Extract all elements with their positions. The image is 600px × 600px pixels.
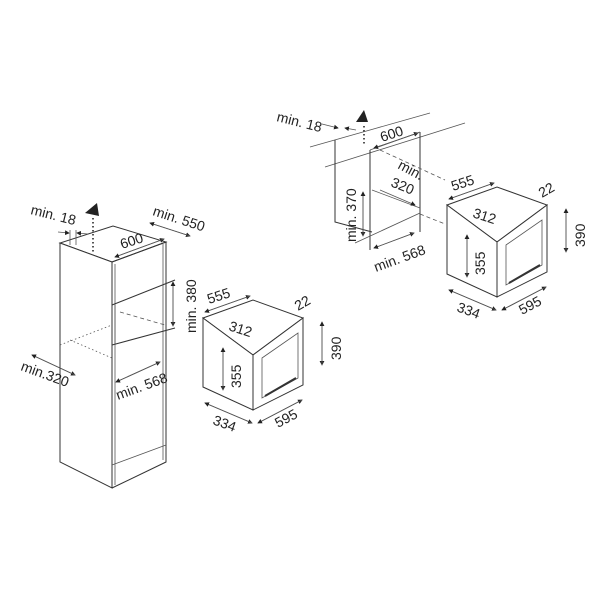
dim-top-gap: min. 18 <box>29 201 78 228</box>
niche-top <box>111 279 176 306</box>
left-oven: 555 312 22 390 355 334 595 <box>201 284 344 435</box>
dim-oven-body-height: 355 <box>228 364 244 388</box>
cabinet-front <box>111 241 167 489</box>
dim-oven-body-height: 355 <box>472 251 488 275</box>
dim-oven-width: 595 <box>272 405 300 430</box>
dim-oven-side-depth: 334 <box>455 299 483 322</box>
dim-width-600-right: 600 <box>378 122 405 145</box>
dim-top-gap-right: min. 18 <box>275 108 324 135</box>
dim-oven-height: 390 <box>572 223 588 247</box>
dim-oven-front-offset: 22 <box>536 179 558 201</box>
right-oven: 555 312 22 390 355 334 595 <box>445 171 588 322</box>
oven-door-window <box>261 332 299 399</box>
dim-niche-width-right: min. 568 <box>372 241 428 274</box>
dim-niche-height: min. 380 <box>183 279 199 333</box>
dim-oven-height: 390 <box>328 336 344 360</box>
wall-cabinet: min. 18 600 min. 320 min. 370 min. 568 <box>275 108 466 275</box>
tall-cabinet: min. 18 600 min. 550 min. 380 min.320 mi… <box>19 201 207 489</box>
oven-door-handle <box>264 377 297 397</box>
dim-oven-width: 595 <box>516 292 544 317</box>
ventilation-arrow-icon <box>356 110 368 145</box>
oven-door-handle <box>508 264 541 284</box>
dim-oven-depth: 555 <box>449 171 476 194</box>
oven-door-window <box>505 219 543 286</box>
dim-oven-front-offset: 22 <box>292 292 314 314</box>
dim-oven-inner-depth: 312 <box>227 318 254 341</box>
dim-depth-550: min. 550 <box>151 203 207 235</box>
dim-width-600: 600 <box>118 229 145 252</box>
dim-oven-inner-depth: 312 <box>471 205 498 228</box>
dim-oven-depth: 555 <box>205 284 232 307</box>
dim-niche-height-right: min. 370 <box>343 188 359 242</box>
ventilation-arrow-icon <box>85 203 99 252</box>
dim-oven-side-depth: 334 <box>211 412 239 435</box>
dim-niche-width: min. 568 <box>114 369 170 402</box>
cabinet-side <box>59 242 113 489</box>
